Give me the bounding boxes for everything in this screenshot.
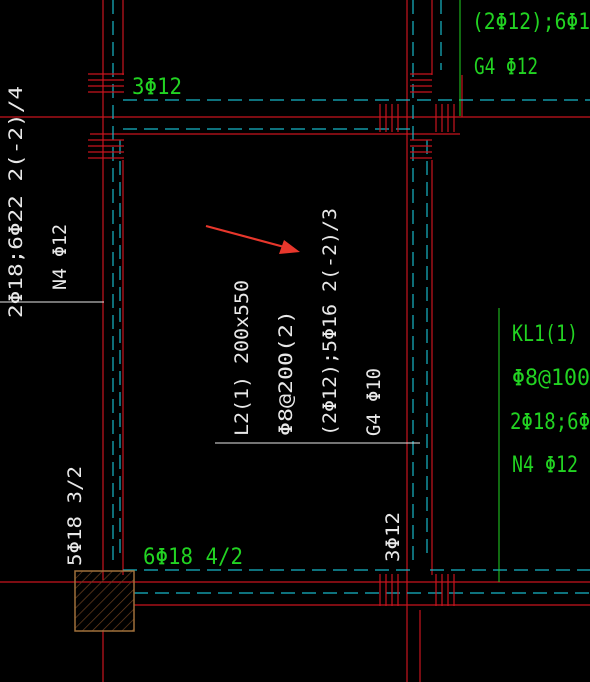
annotation-top-right-2: G4 Φ12 [474,55,538,80]
annotation-left-vertical-1: 2Φ18;6Φ22 2(-2)/4 [5,86,27,318]
kl1-beam-stirrup: Φ8@100 [512,366,590,391]
annotation-bottom-left-vertical: 5Φ18 3/2 [64,466,86,566]
leader-lines [0,0,500,582]
kl1-beam-name: KL1(1) [512,322,578,347]
l2-beam-rebar: (2Φ12);5Φ16 2(-2)/3 [319,208,341,436]
annotation-top-right-1: (2Φ12);6Φ1 [472,10,590,35]
l2-beam-name: L2(1) 200x550 [231,280,253,436]
annotation-bottom-bar: 6Φ18 4/2 [143,545,243,570]
column-hatched [74,570,135,632]
l2-beam-side-bar: G4 Φ10 [363,368,385,436]
rebar-ticks [88,73,455,606]
annotation-top-bar: 3Φ12 [132,75,182,100]
axis-lines [112,0,590,594]
kl1-beam-rebar: 2Φ18;6Φ [510,410,590,435]
kl1-beam-side-bar: N4 Φ12 [512,453,578,478]
l2-beam-stirrup: Φ8@200(2) [275,310,297,436]
pointer-arrow [205,224,300,254]
annotation-left-vertical-2: N4 Φ12 [49,224,71,290]
annotation-bottom-right-vertical: 3Φ12 [382,512,404,562]
